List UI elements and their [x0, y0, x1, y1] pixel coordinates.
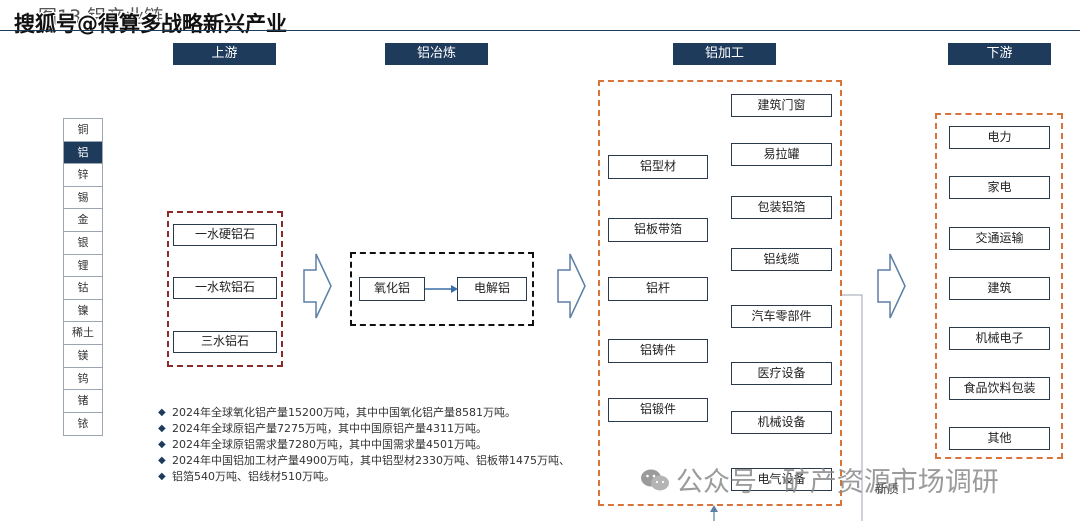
smelting-box-electrolytic: 电解铝 [457, 277, 527, 301]
smelting-box-alumina: 氧化铝 [359, 277, 425, 301]
stats-item: 2024年中国铝加工材产量4900万吨，其中铝型材2330万吨、铝板带1475万… [158, 453, 570, 469]
flow-arrow-icon [557, 253, 586, 319]
metal-item: 镍 [64, 300, 102, 323]
metal-item: 铱 [77, 416, 89, 430]
stats-item: 2024年全球原铝产量7275万吨，其中中国原铝产量4311万吨。 [158, 421, 570, 437]
metal-item: 钴 [64, 277, 102, 300]
downstream-group [935, 113, 1063, 459]
arrowhead-icon [710, 505, 718, 512]
metal-item: 锌 [64, 164, 102, 187]
processing-right-box: 包装铝箔 [731, 196, 832, 219]
downstream-box: 建筑 [949, 277, 1050, 300]
watermark-top: 搜狐号@得算多战略新兴产业 [14, 12, 287, 36]
metal-item: 锗 [64, 390, 102, 413]
processing-left-box: 铝锻件 [608, 398, 708, 422]
watermark-bottom: 公众号 · 矿产资源市场调研 [640, 460, 999, 500]
downstream-box: 其他 [949, 427, 1050, 450]
processing-right-box: 医疗设备 [731, 362, 832, 385]
stats-item-continued: 铝箔540万吨、铝线材510万吨。 [158, 469, 570, 485]
upstream-group [167, 211, 283, 367]
watermark-bottom-text: 公众号 · 矿产资源市场调研 [676, 467, 999, 498]
downstream-box: 电力 [949, 126, 1050, 149]
stats-item: 2024年全球原铝需求量7280万吨，其中中国需求量4501万吨。 [158, 437, 570, 453]
new-label: 新质 [875, 482, 900, 496]
metal-item: 稀土 [64, 322, 102, 345]
processing-left-box: 铝型材 [608, 155, 708, 179]
metal-item-active: 铝 [64, 141, 102, 165]
upstream-box: 一水软铝石 [173, 277, 277, 299]
smelting-group [350, 252, 534, 326]
downstream-box: 家电 [949, 176, 1050, 199]
figure-title: 图13 铝产业链 [38, 6, 164, 28]
processing-right-box: 建筑门窗 [731, 94, 832, 117]
upstream-box: 三水铝石 [173, 331, 277, 353]
header-processing: 铝加工 [673, 43, 776, 65]
processing-group [598, 80, 842, 506]
downstream-box: 交通运输 [949, 227, 1050, 250]
processing-left-box: 铝杆 [608, 277, 708, 301]
processing-right-box: 铝线缆 [731, 248, 832, 271]
upstream-box: 一水硬铝石 [173, 224, 277, 246]
title-rule [0, 30, 1080, 31]
processing-left-box: 铝板带箔 [608, 218, 708, 242]
stats-list: 2024年全球氧化铝产量15200万吨，其中中国氧化铝产量8581万吨。 202… [158, 405, 570, 485]
header-upstream: 上游 [173, 43, 276, 65]
wechat-icon [640, 467, 670, 500]
metal-item: 铜 [64, 119, 102, 142]
processing-right-box: 易拉罐 [731, 143, 832, 166]
downstream-box: 机械电子 [949, 327, 1050, 350]
metal-item: 镁 [64, 345, 102, 368]
metals-list: 铜 铝 锌 锡 金 银 锂 钴 镍 稀土 镁 钨 锗 铱 [63, 118, 103, 437]
metal-item: 钨 [64, 368, 102, 391]
metal-item: 锡 [64, 187, 102, 210]
header-downstream: 下游 [948, 43, 1051, 65]
flow-arrow-icon [877, 253, 906, 319]
downstream-box: 食品饮料包装 [949, 377, 1050, 400]
header-smelting: 铝冶炼 [385, 43, 488, 65]
metal-item: 金 [64, 209, 102, 232]
processing-right-box: 电气设备 [731, 468, 832, 491]
stats-item: 2024年全球氧化铝产量15200万吨，其中中国氧化铝产量8581万吨。 [158, 405, 570, 421]
arrowhead-icon [451, 285, 458, 293]
processing-left-box: 铝铸件 [608, 339, 708, 363]
processing-right-box: 汽车零部件 [731, 305, 832, 328]
processing-right-box: 机械设备 [731, 411, 832, 434]
metal-item: 锂 [64, 255, 102, 278]
metal-item: 银 [64, 232, 102, 255]
flow-arrow-icon [303, 253, 332, 319]
